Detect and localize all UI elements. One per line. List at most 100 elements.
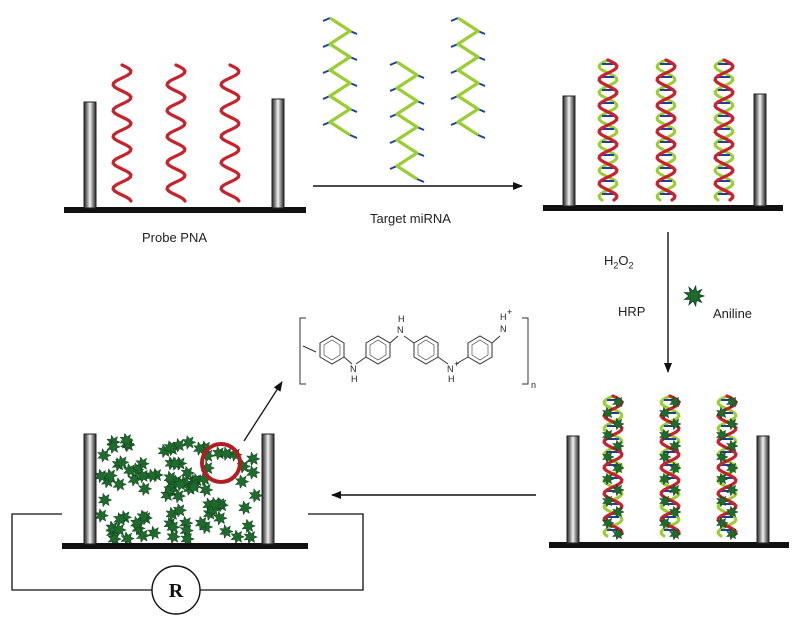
pani-particle xyxy=(715,472,729,486)
pani-particle xyxy=(725,439,739,453)
pani-particle xyxy=(127,471,143,487)
pani-particle xyxy=(658,450,672,464)
formula-plus3: + xyxy=(454,359,459,369)
panel-hybridized-electrode xyxy=(543,58,783,211)
formula-n3: N xyxy=(447,364,454,374)
pani-particle xyxy=(112,476,127,492)
electrode-base xyxy=(543,205,783,211)
pani-particle xyxy=(601,494,615,508)
aniline-star-icon xyxy=(683,284,706,308)
formula-h1: H xyxy=(351,374,358,384)
pani-particle xyxy=(725,483,739,497)
pani-particle xyxy=(611,505,625,519)
formula-bracket-right xyxy=(522,317,529,385)
pani-particle xyxy=(725,395,739,409)
formula-h4: H xyxy=(500,312,507,322)
pani-particle xyxy=(187,479,202,495)
pani-particle xyxy=(601,472,615,486)
formula-n1: N xyxy=(350,364,357,374)
target-base-tick xyxy=(416,178,425,183)
pani-particle xyxy=(715,406,729,420)
pani-particle xyxy=(219,524,234,539)
pani-particle xyxy=(668,439,682,453)
pani-particle xyxy=(136,509,151,525)
pani-particle xyxy=(601,428,615,442)
pani-particle xyxy=(241,518,256,534)
pani-particle xyxy=(611,417,625,431)
helix-strand xyxy=(602,394,624,538)
pani-particle xyxy=(668,483,682,497)
pani-particle xyxy=(715,428,729,442)
label-probe-pna: Probe PNA xyxy=(142,230,208,245)
pani-particle xyxy=(198,482,214,498)
pani-particle xyxy=(172,502,188,518)
pani-particle xyxy=(658,516,672,530)
pani-particle xyxy=(147,525,162,541)
probe-pna-strands xyxy=(111,63,241,203)
pani-particle xyxy=(94,508,110,524)
target-base-tick xyxy=(349,134,358,139)
pani-particle xyxy=(113,511,128,527)
pani-particle xyxy=(715,450,729,464)
pani-particle xyxy=(668,461,682,475)
pani-particle xyxy=(601,450,615,464)
pani-particle xyxy=(668,417,682,431)
label-hrp: HRP xyxy=(618,304,646,319)
pani-particle xyxy=(238,500,253,516)
arrow-to-formula xyxy=(243,381,283,442)
electrode-post-left xyxy=(83,433,97,545)
pani-particle xyxy=(103,468,118,484)
electrode-post-left xyxy=(566,435,580,544)
pani-particle xyxy=(163,440,179,455)
pani-particle xyxy=(97,492,113,508)
helix-strand xyxy=(713,58,735,202)
pani-particle xyxy=(611,395,625,409)
pani-particle xyxy=(135,456,150,472)
formula-atom-labels: N H H N N + H H + N n xyxy=(350,307,536,390)
pani-particle xyxy=(106,439,121,455)
label-target-mirna: Target miRNA xyxy=(370,211,451,226)
electrode-post-left xyxy=(83,101,97,209)
pani-particle xyxy=(163,470,178,486)
pani-particle xyxy=(715,516,729,530)
pani-particle xyxy=(611,527,625,541)
pani-particle xyxy=(611,461,625,475)
pani-particle xyxy=(137,481,153,497)
electrode-post-right xyxy=(271,98,285,209)
helix-strand xyxy=(597,58,619,202)
helix-strand xyxy=(659,394,681,538)
pani-particle xyxy=(243,529,258,545)
pani-particle xyxy=(668,527,682,541)
formula-h2: H xyxy=(398,314,405,324)
electrode-base xyxy=(64,207,306,213)
formula-n2: N xyxy=(397,325,404,335)
helix-strand xyxy=(655,58,677,202)
formula-bracket-left xyxy=(299,317,306,385)
label-aniline: Aniline xyxy=(713,306,753,321)
helix-strand xyxy=(219,63,241,203)
pani-particle xyxy=(725,461,739,475)
pani-particle xyxy=(181,434,197,450)
pani-particle xyxy=(119,432,134,448)
pani-particle xyxy=(114,454,130,470)
pani-particle xyxy=(207,496,223,512)
pani-particle xyxy=(234,474,250,490)
resistor-circle xyxy=(151,565,201,615)
panel-measurement-electrode: R xyxy=(11,381,364,615)
polyaniline-coated-duplexes xyxy=(601,394,739,541)
target-base-tick xyxy=(450,17,459,22)
hybridized-duplexes xyxy=(597,58,735,202)
pani-particle xyxy=(112,522,127,538)
label-h2o2: H2O2 xyxy=(604,253,634,271)
target-base-tick xyxy=(322,17,331,22)
pani-particle xyxy=(194,515,210,531)
formula-plus4: + xyxy=(507,307,512,317)
electrode-post-left xyxy=(562,95,576,207)
panel-polyaniline-electrode xyxy=(549,394,789,548)
electrode-base xyxy=(62,543,308,549)
target-base-tick xyxy=(389,61,398,66)
pani-particle xyxy=(601,406,615,420)
target-strand xyxy=(456,16,480,137)
benzene-ring-2 xyxy=(365,335,391,365)
